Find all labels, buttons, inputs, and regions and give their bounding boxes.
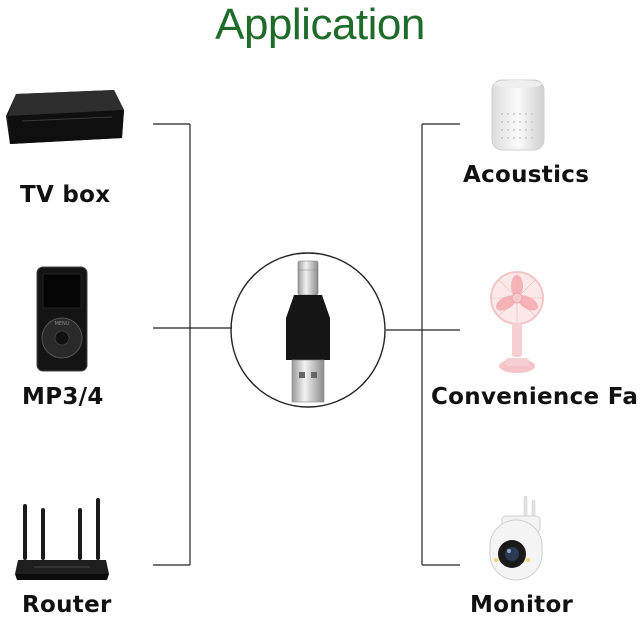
label-router: Router — [22, 592, 112, 618]
usb-to-dc-adapter-icon — [286, 260, 330, 403]
label-acoustics: Acoustics — [463, 162, 590, 188]
page-title: Application — [215, 0, 425, 49]
router-icon — [15, 498, 109, 580]
security-camera-icon — [489, 495, 543, 581]
tv-box-icon — [6, 90, 124, 144]
label-convenience-fan: Convenience Fan — [431, 384, 640, 410]
center-circle — [230, 252, 386, 408]
handheld-fan-icon — [490, 271, 544, 373]
label-monitor: Monitor — [470, 592, 574, 618]
mp3-player-icon: MENU — [36, 266, 88, 372]
label-tv-box: TV box — [20, 182, 111, 208]
label-mp3-4: MP3/4 — [22, 384, 104, 410]
smart-speaker-icon — [491, 79, 545, 151]
svg-text:MENU: MENU — [55, 321, 70, 327]
